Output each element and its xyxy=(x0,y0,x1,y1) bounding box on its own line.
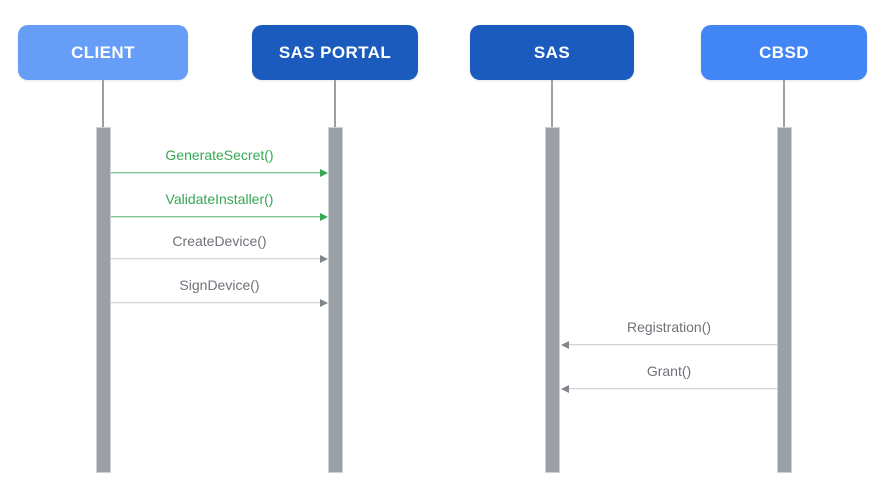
arrow-line xyxy=(568,343,777,346)
arrowhead-icon xyxy=(561,384,569,393)
activation-bar-sas-portal xyxy=(328,127,343,473)
message-grant: Grant() xyxy=(561,362,777,393)
arrow-right-icon xyxy=(111,168,328,177)
arrow-line xyxy=(111,257,321,260)
message-label: Registration() xyxy=(626,319,712,335)
arrow-right-icon xyxy=(111,212,328,221)
activation-bar-cbsd xyxy=(777,127,792,473)
lifeline-client xyxy=(102,80,104,128)
message-label: SignDevice() xyxy=(179,277,260,293)
arrowhead-icon xyxy=(320,254,328,263)
arrowhead-icon xyxy=(561,340,569,349)
message-label: CreateDevice() xyxy=(172,233,267,249)
message-sign-device: SignDevice() xyxy=(111,276,328,307)
message-registration: Registration() xyxy=(561,318,777,349)
lifeline-sas xyxy=(551,80,553,128)
actor-label-cbsd: CBSD xyxy=(759,42,809,62)
message-label: Grant() xyxy=(646,363,692,379)
actor-box-sas: SAS xyxy=(470,25,634,80)
activation-bar-client xyxy=(96,127,111,473)
actor-box-client: CLIENT xyxy=(18,25,188,80)
actor-box-sas-portal: SAS PORTAL xyxy=(252,25,418,80)
arrowhead-icon xyxy=(320,168,328,177)
actor-label-sas-portal: SAS PORTAL xyxy=(278,42,392,62)
activation-bar-sas xyxy=(545,127,560,473)
message-create-device: CreateDevice() xyxy=(111,232,328,263)
actor-label-sas: SAS xyxy=(533,42,571,62)
message-label: GenerateSecret() xyxy=(165,147,274,163)
actor-box-cbsd: CBSD xyxy=(701,25,867,80)
arrow-line xyxy=(111,301,321,304)
arrow-left-icon xyxy=(561,384,777,393)
arrowhead-icon xyxy=(320,298,328,307)
message-generate-secret: GenerateSecret() xyxy=(111,146,328,177)
arrow-right-icon xyxy=(111,298,328,307)
arrow-line xyxy=(111,215,321,218)
arrowhead-icon xyxy=(320,212,328,221)
actor-label-client: CLIENT xyxy=(71,42,135,62)
message-validate-installer: ValidateInstaller() xyxy=(111,190,328,221)
lifeline-sas-portal xyxy=(334,80,336,128)
message-label: ValidateInstaller() xyxy=(165,191,274,207)
arrow-line xyxy=(568,387,777,390)
arrow-line xyxy=(111,171,321,174)
lifeline-cbsd xyxy=(783,80,785,128)
arrow-left-icon xyxy=(561,340,777,349)
arrow-right-icon xyxy=(111,254,328,263)
